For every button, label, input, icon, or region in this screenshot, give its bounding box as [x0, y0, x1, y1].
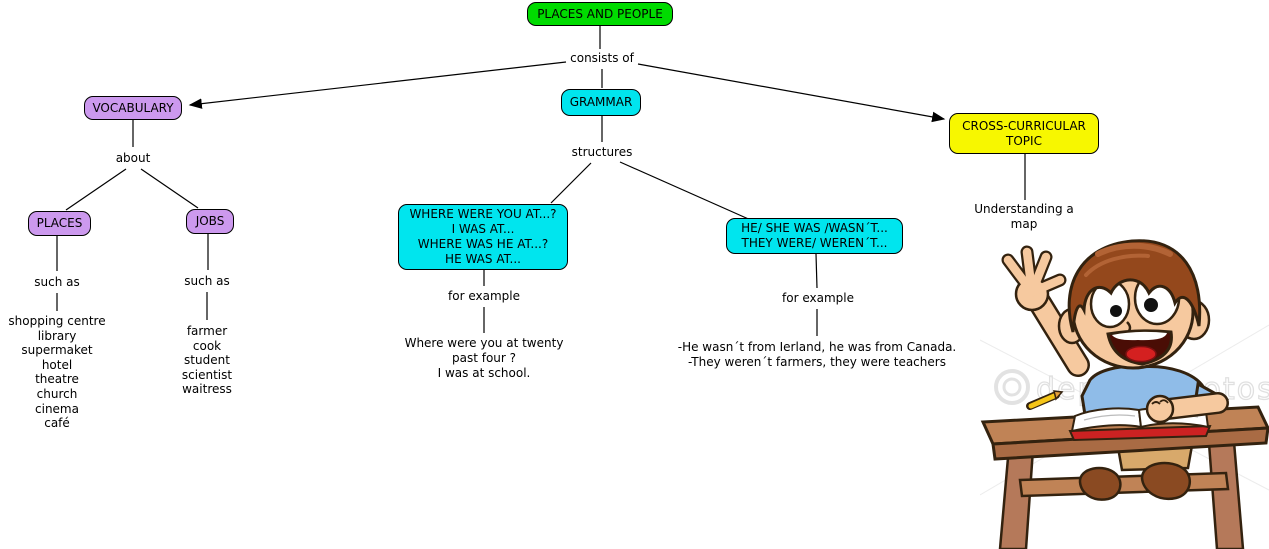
- link-label-for-example-right: for example: [779, 291, 857, 305]
- list-item: café: [44, 416, 70, 431]
- list-item: library: [37, 328, 77, 343]
- node-grammar[interactable]: GRAMMAR: [561, 89, 641, 116]
- knuckles: [1151, 399, 1169, 405]
- node-places-and-people[interactable]: PLACES AND PEOPLE: [527, 2, 673, 26]
- teeth: [1112, 331, 1167, 341]
- node-line: WHERE WERE YOU AT...?: [409, 207, 557, 221]
- head: [1057, 239, 1211, 370]
- node-vocabulary[interactable]: VOCABULARY: [84, 96, 182, 120]
- node-line: HE WAS AT...: [445, 252, 521, 266]
- link-label-structures: structures: [568, 145, 636, 159]
- example-sentences-left: Where were you at twenty past four ? I w…: [405, 336, 564, 381]
- list-item: cook: [192, 338, 222, 353]
- link-label-for-example-left: for example: [445, 289, 523, 303]
- list-item: student: [184, 353, 230, 368]
- example-line: -They weren´t farmers, they were teacher…: [688, 355, 946, 369]
- left-pupil: [1110, 305, 1122, 317]
- detail-line: Understanding a: [974, 202, 1074, 216]
- node-places[interactable]: PLACES: [28, 211, 91, 236]
- cross-curricular-detail: Understanding a map: [974, 202, 1074, 232]
- node-line: WHERE WAS HE AT...?: [417, 237, 549, 251]
- list-item: waitress: [182, 382, 232, 397]
- list-item: church: [36, 386, 78, 401]
- list-item: hotel: [41, 357, 73, 372]
- jobs-examples-list: farmer cook student scientist waitress: [182, 324, 232, 397]
- tongue: [1125, 345, 1157, 363]
- detail-line: map: [1010, 217, 1038, 231]
- node-line: CROSS-CURRICULAR: [962, 118, 1086, 133]
- example-line: past four ?: [451, 351, 517, 365]
- node-structure-was-wasnt[interactable]: HE/ SHE WAS /WASN´T... THEY WERE/ WEREN´…: [726, 218, 903, 254]
- list-item: cinema: [35, 401, 79, 416]
- node-structure-where-questions[interactable]: WHERE WERE YOU AT...? I WAS AT... WHERE …: [398, 204, 568, 270]
- node-jobs[interactable]: JOBS: [186, 209, 234, 234]
- desk-crossbar: [1018, 471, 1230, 498]
- link-label-such-as-jobs: such as: [181, 274, 233, 288]
- resting-arm: [1145, 392, 1229, 424]
- node-line: HE/ SHE WAS /WASN´T...: [741, 221, 888, 235]
- list-item: scientist: [181, 367, 233, 382]
- open-hand: [1001, 245, 1067, 312]
- node-cross-curricular-topic[interactable]: CROSS-CURRICULAR TOPIC: [949, 113, 1099, 154]
- list-item: farmer: [186, 324, 228, 338]
- hair-highlight: [1095, 242, 1173, 257]
- node-line: TOPIC: [1006, 133, 1042, 148]
- link-label-such-as-places: such as: [31, 275, 83, 289]
- places-examples-list: shopping centre library supermaket hotel…: [8, 314, 105, 431]
- fist: [1145, 394, 1175, 424]
- student-cartoon-illustration: depositphotos: [980, 239, 1269, 549]
- example-line: Where were you at twenty: [404, 336, 564, 350]
- list-item: theatre: [35, 372, 79, 387]
- link-label-about: about: [112, 151, 154, 165]
- hair-highlight: [1084, 253, 1150, 277]
- node-line: I WAS AT...: [451, 222, 515, 236]
- right-pupil: [1144, 298, 1158, 312]
- example-line: -He wasn´t from Ierland, he was from Can…: [677, 340, 957, 354]
- example-sentences-right: -He wasn´t from Ierland, he was from Can…: [678, 340, 956, 370]
- left-shoe: [1078, 466, 1122, 501]
- link-label-consists-of: consists of: [567, 51, 637, 65]
- list-item: shopping centre: [8, 314, 106, 328]
- raised-arm: [1001, 245, 1090, 377]
- pencil: [1026, 390, 1064, 410]
- example-line: I was at school.: [437, 366, 531, 380]
- right-shoe: [1140, 461, 1192, 501]
- node-line: THEY WERE/ WEREN´T...: [741, 236, 888, 250]
- list-item: supermaket: [21, 343, 93, 358]
